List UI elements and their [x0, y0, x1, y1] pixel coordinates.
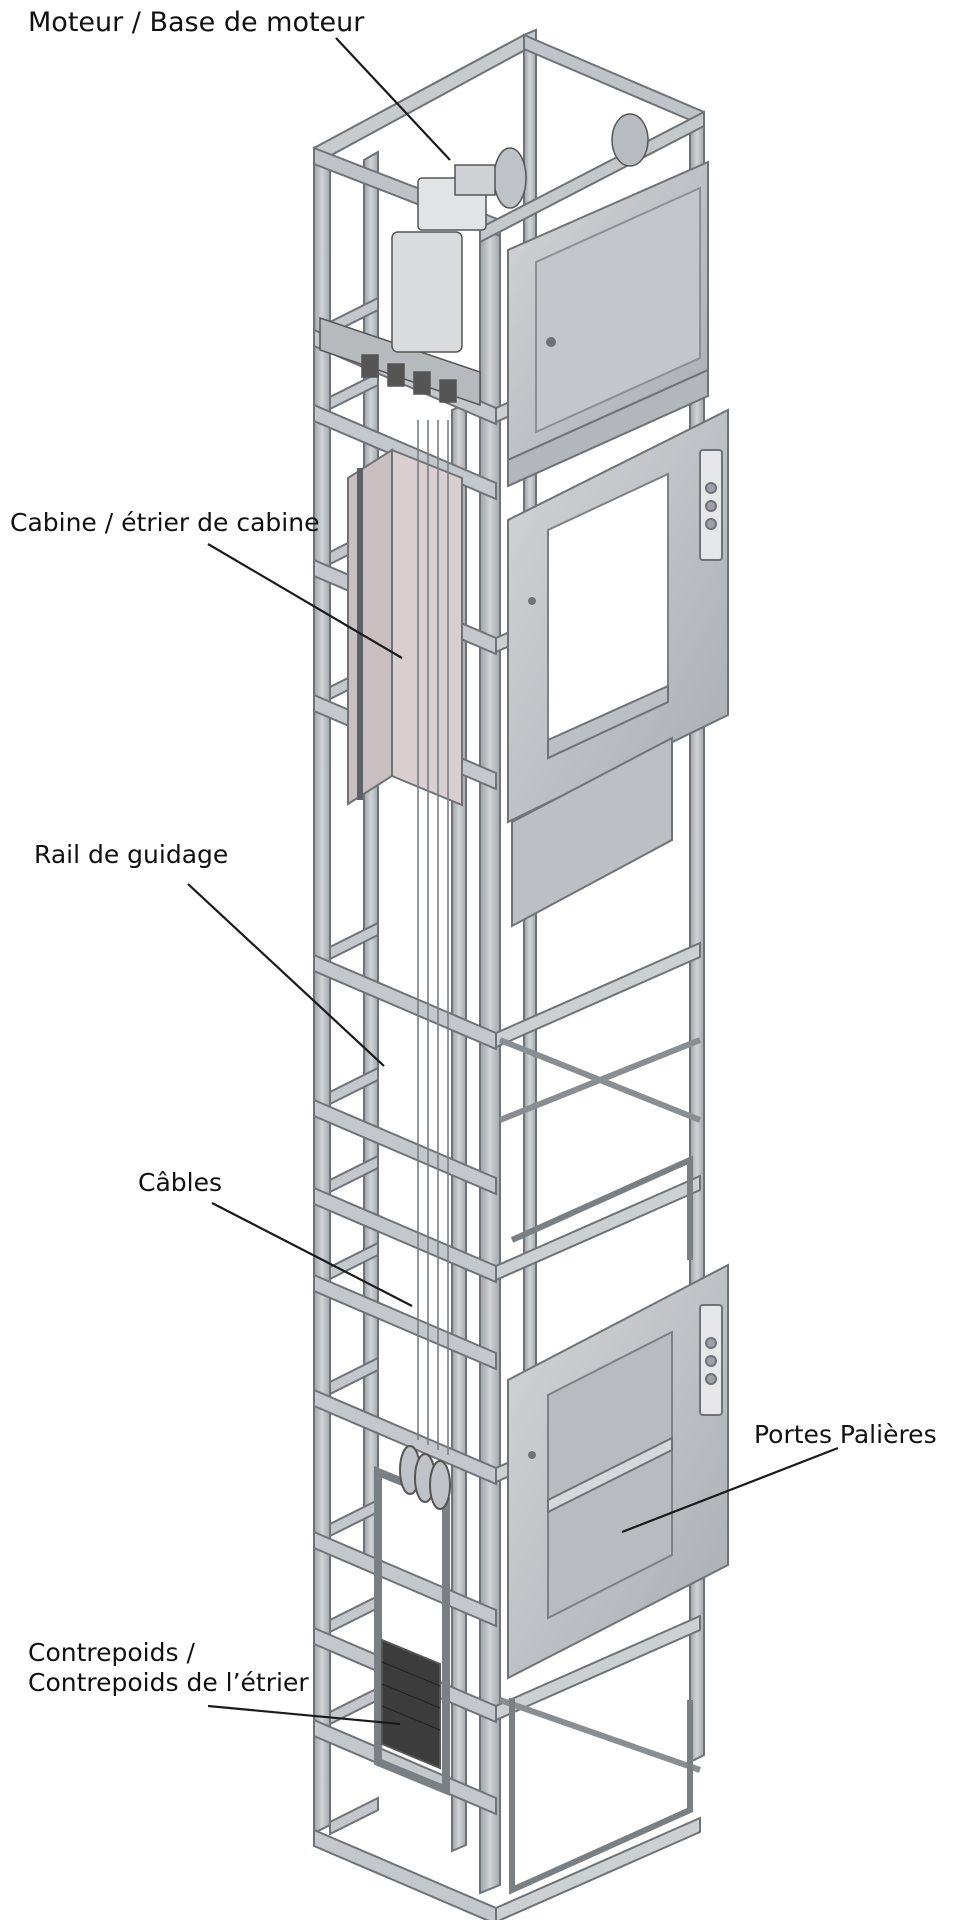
frame-brace	[498, 1037, 702, 1123]
top-panel-lower-beam	[507, 368, 709, 488]
motor-gearbox	[391, 231, 463, 353]
front-center-post	[479, 218, 501, 1895]
frame-back-beam	[329, 1594, 379, 1634]
counterweight-block-lines	[381, 1661, 441, 1731]
cabin-back-wall	[391, 448, 463, 807]
upper-landing-door[interactable]	[507, 408, 729, 928]
label-cabin: Cabine / étrier de cabine	[10, 508, 320, 537]
motor-drum	[611, 113, 649, 167]
frame-front-beam	[313, 1718, 497, 1816]
leader-motor	[335, 37, 451, 161]
leader-counterweight	[207, 1704, 401, 1726]
motor-assembly	[319, 113, 649, 407]
frame-side-beam	[495, 941, 701, 1049]
frame-brace	[499, 1697, 701, 1773]
frame-back-beam	[329, 371, 379, 411]
lower-landing-door[interactable]	[507, 1263, 729, 1680]
label-guide-rail: Rail de guidage	[34, 840, 229, 869]
label-motor: Moteur / Base de moteur	[28, 7, 365, 38]
upper-call-button-1[interactable]	[705, 482, 717, 494]
upper-door-lock	[528, 597, 536, 605]
motor-terminals	[361, 354, 457, 403]
frame-back-beam	[329, 1356, 379, 1396]
leader-guide-rail	[187, 883, 385, 1067]
top-frame-right-beam	[523, 33, 705, 128]
leader-lines	[187, 37, 839, 1726]
frame-back-beam	[329, 1154, 379, 1194]
frame-side-beam	[495, 1816, 701, 1920]
label-counterweight-line2: Contrepoids de l’étrier	[28, 1668, 309, 1697]
upper-door-sill	[547, 684, 669, 760]
frame-back-beam	[329, 921, 379, 961]
upper-call-button-2[interactable]	[705, 500, 717, 512]
label-cables: Câbles	[138, 1168, 222, 1197]
frame-back-beam	[329, 1066, 379, 1106]
frame-front-beam	[313, 1186, 497, 1284]
motor-pulley	[493, 147, 527, 209]
label-counterweight-line1: Contrepoids /	[28, 1638, 195, 1667]
label-landing-doors: Portes Palières	[754, 1420, 937, 1449]
cabin-assembly	[347, 448, 463, 807]
frame-side-beam	[495, 1174, 701, 1282]
label-counterweight: Contrepoids / Contrepoids de l’étrier	[28, 1638, 309, 1698]
frame-back-beam	[329, 1796, 379, 1836]
frame-front-beam	[313, 1530, 497, 1628]
counterweight-blocks	[381, 1638, 441, 1770]
lower-call-button-3[interactable]	[705, 1373, 717, 1385]
leader-cables	[211, 1202, 413, 1307]
top-panel-inner	[535, 186, 701, 434]
frame-front-beam	[313, 1828, 497, 1920]
frame-front-beam	[313, 1388, 497, 1486]
frame-front-beam	[313, 953, 497, 1051]
frame-side-beam	[495, 1614, 701, 1722]
cabin-side-wall	[347, 448, 393, 806]
lower-door-lock	[528, 1451, 536, 1459]
lower-side-frame	[509, 1155, 693, 1895]
top-panel-handle	[546, 337, 556, 347]
counterweight-pulleys	[399, 1445, 451, 1510]
cables	[417, 420, 449, 1455]
frame-front-beam	[313, 1098, 497, 1196]
counterweight-assembly	[374, 1445, 451, 1796]
upper-call-button-3[interactable]	[705, 518, 717, 530]
lower-door-divider	[547, 1436, 673, 1514]
motor-brake	[454, 164, 496, 196]
lower-call-button-2[interactable]	[705, 1355, 717, 1367]
front-left-post	[313, 138, 331, 1835]
leader-cabin	[207, 543, 403, 659]
upper-door-lower-panel	[511, 736, 673, 928]
leader-landing-doors	[621, 1446, 839, 1534]
top-panel	[507, 160, 709, 488]
lower-call-button-1[interactable]	[705, 1337, 717, 1349]
frame-front-beam	[313, 1273, 497, 1371]
